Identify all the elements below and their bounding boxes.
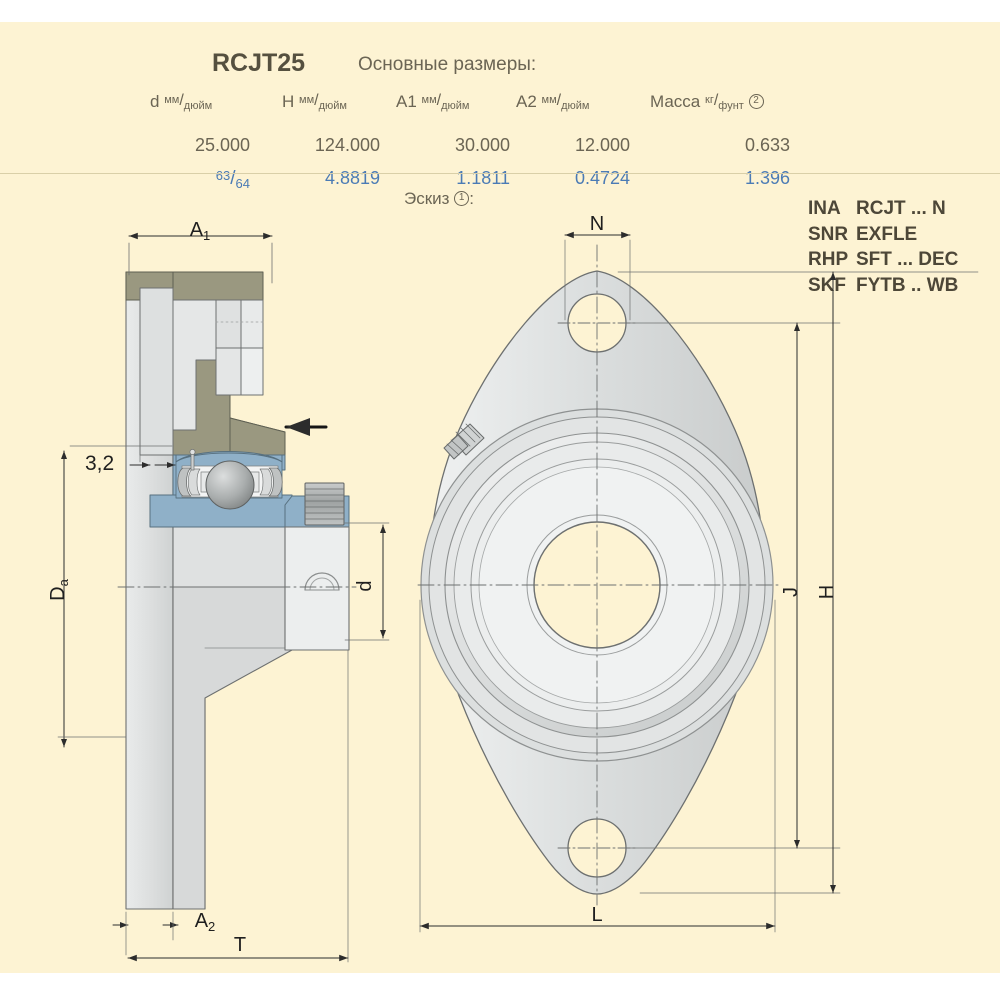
footnote-marker-1: 1 [454, 191, 470, 206]
sketch-label: Эскиз 1: [404, 189, 474, 208]
column-header-d: d мм/дюйм [150, 92, 213, 112]
value-A2-mm: 12.000 [574, 135, 630, 155]
section-view: A1 3,2 Da d [47, 219, 390, 963]
dim-label-A1: A1 [190, 219, 211, 243]
value-H-mm: 124.000 [314, 135, 380, 155]
dim-label-A2: A2 [195, 910, 216, 934]
dim-label-N: N [590, 213, 604, 235]
value-A1-mm: 30.000 [454, 135, 510, 155]
footnote-marker-2: 2 [748, 94, 764, 109]
header-subtitle: Основные размеры: [358, 54, 537, 75]
dim-label-H: H [816, 585, 838, 599]
part-number-title: RCJT25 [212, 49, 306, 77]
value-mass-kg: 0.633 [744, 135, 790, 155]
grease-nipple [443, 423, 485, 460]
dim-label-J: J [780, 587, 802, 597]
dim-label-Da: Da [47, 578, 71, 600]
dim-label-d: d [354, 580, 376, 591]
front-view: N J H L [417, 213, 979, 933]
unit-fraction: мм/дюйм [421, 92, 470, 112]
column-header-mass: Масса кг/фунт 2 [650, 92, 764, 112]
dim-label-L: L [591, 904, 602, 926]
value-d-mm: 25.000 [194, 135, 250, 155]
unit-fraction: кг/фунт [705, 92, 744, 112]
column-header-A1: A1 мм/дюйм [396, 92, 470, 112]
column-header-A2: A2 мм/дюйм [516, 92, 590, 112]
column-header-H: H мм/дюйм [282, 92, 347, 112]
dim-label-3-2: 3,2 [85, 452, 114, 475]
inch-fraction: 63/64 [215, 168, 250, 191]
value-d-inch: 63/64 [100, 168, 250, 191]
dim-label-T: T [234, 934, 246, 956]
header-divider [0, 173, 1000, 174]
unit-fraction: мм/дюйм [541, 92, 590, 112]
unit-fraction: мм/дюйм [299, 92, 347, 112]
unit-fraction: мм/дюйм [164, 92, 213, 112]
